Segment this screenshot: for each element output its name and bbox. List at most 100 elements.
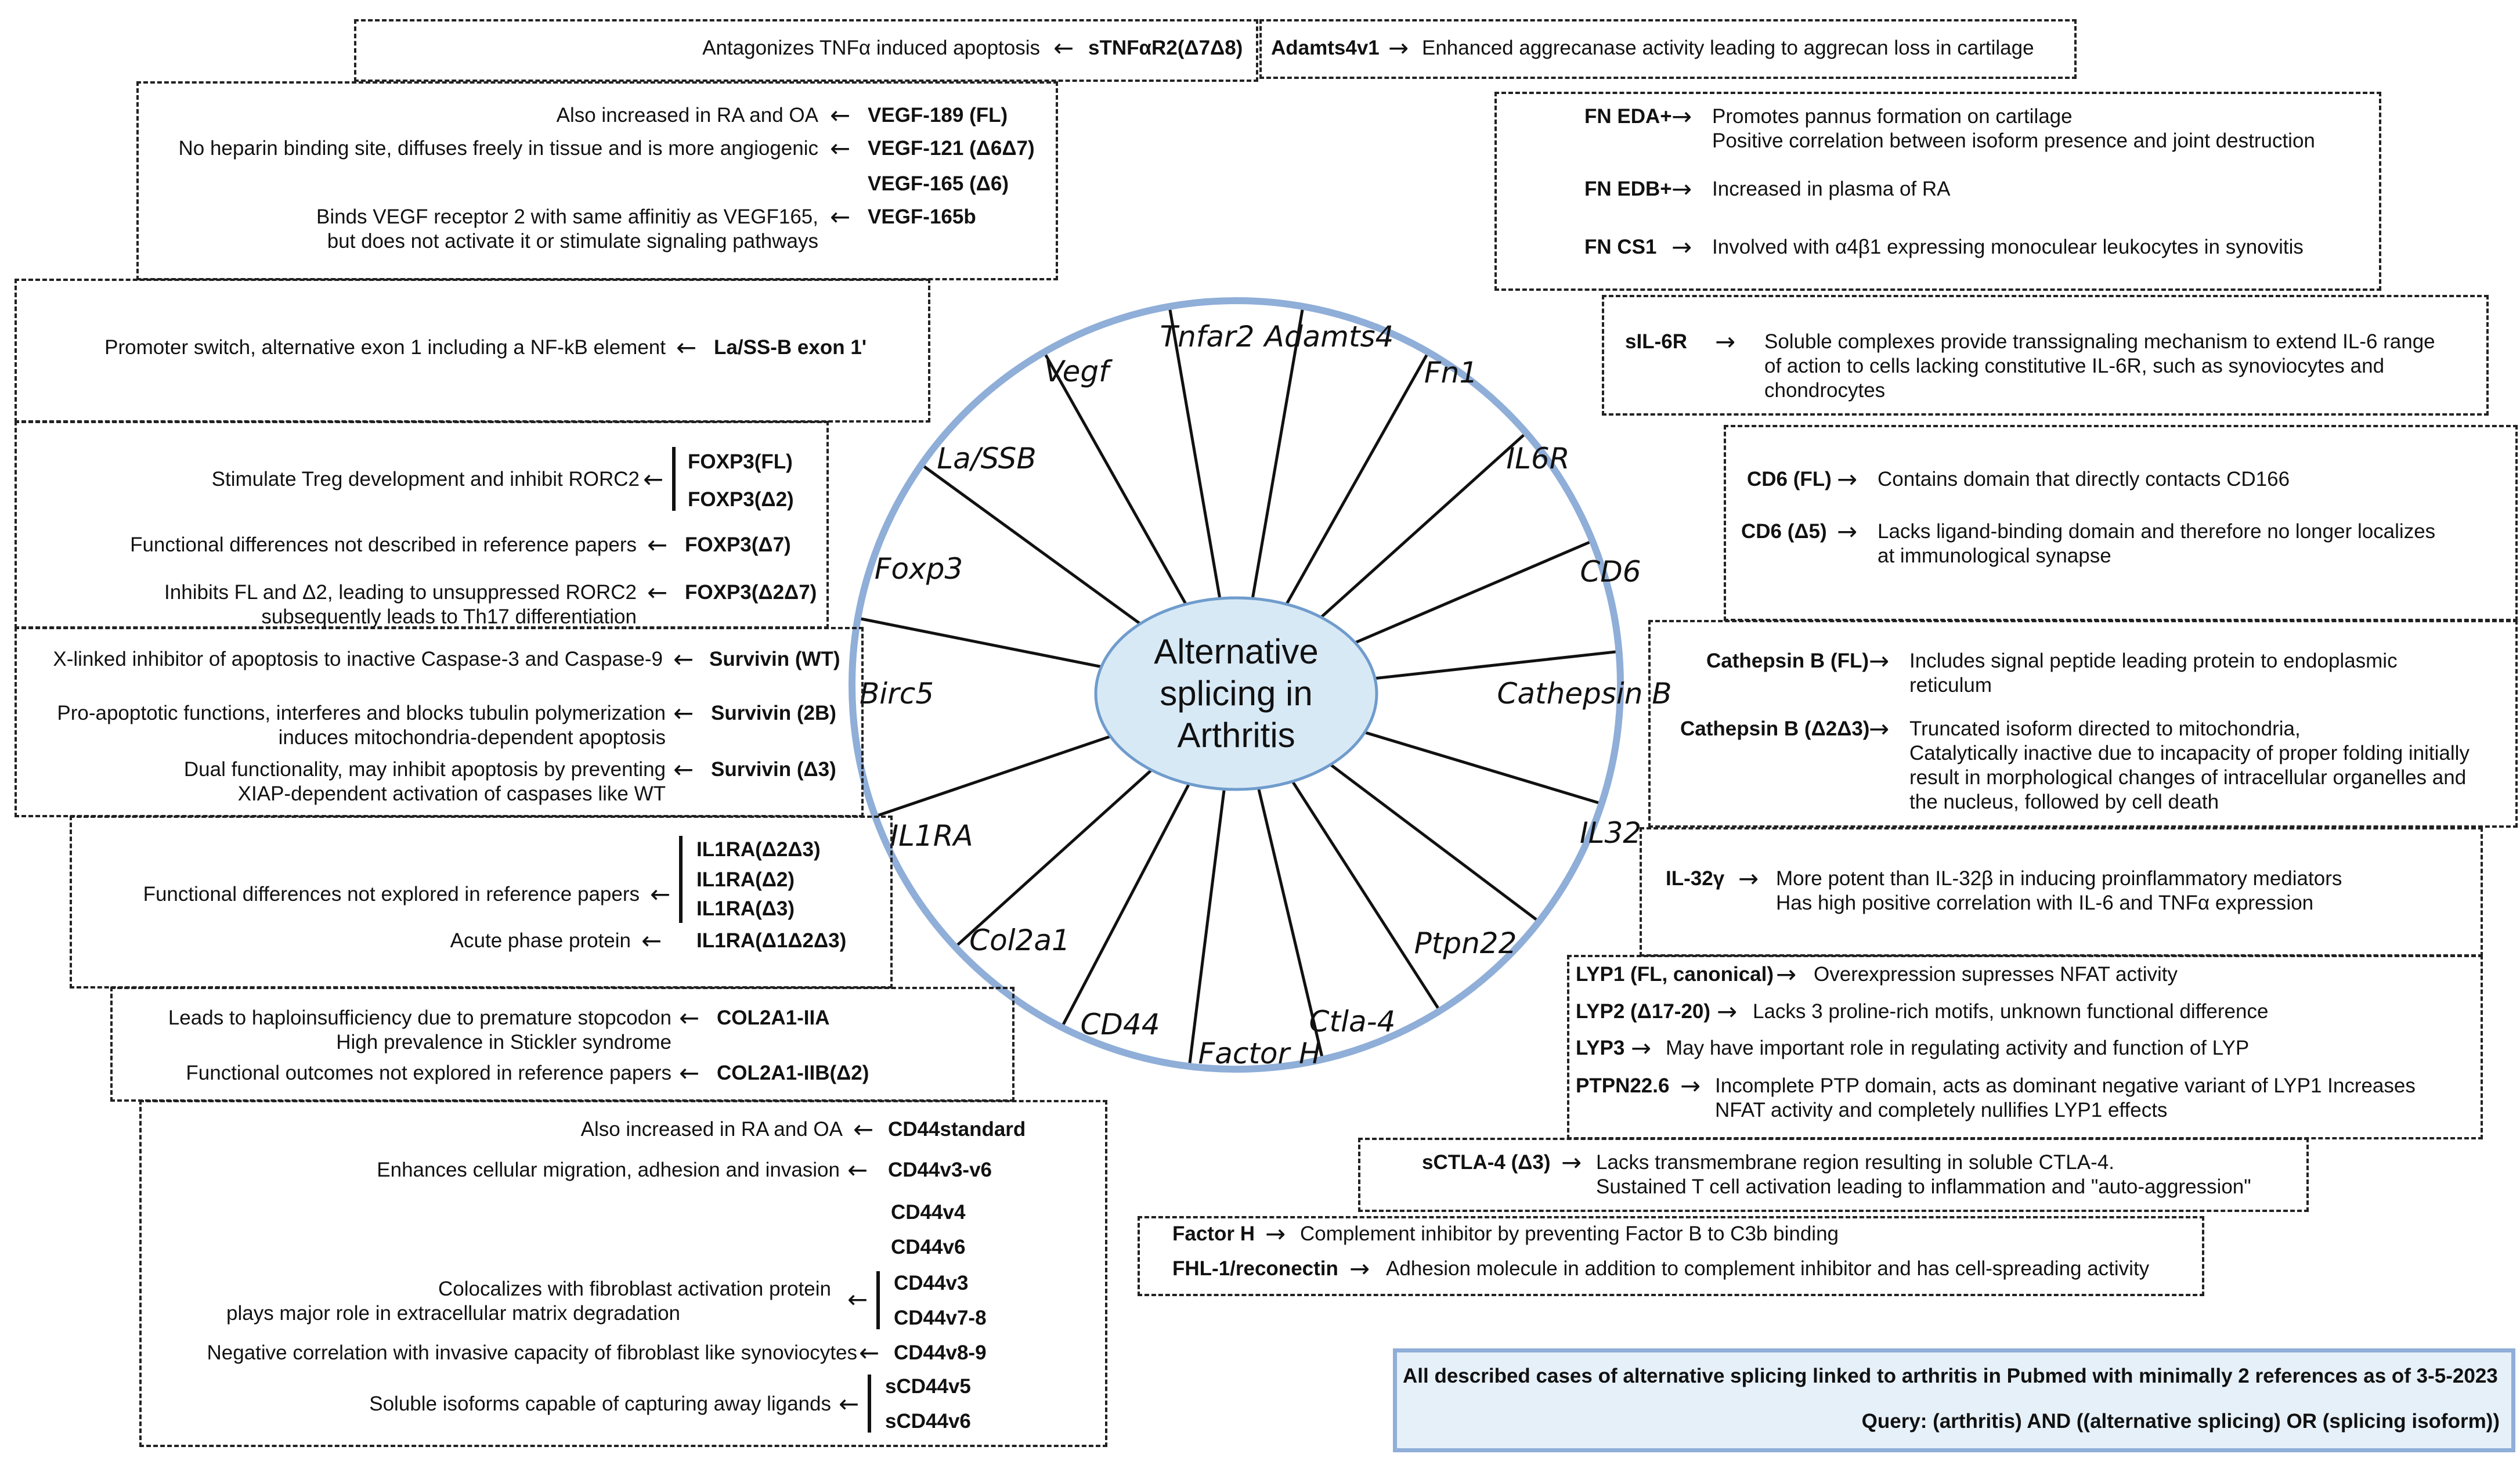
spoke-15	[857, 616, 1102, 669]
isoform-cd44-v6: CD44v6	[891, 1236, 966, 1258]
arrow-fn-cs1: →	[1671, 233, 1692, 261]
isoform-cd44-v3v6: CD44v3-v6	[888, 1159, 992, 1181]
desc-lyp2: Lacks 3 proline-rich motifs, unknown fun…	[1753, 1000, 2269, 1023]
desc-il1ra-group: Functional differences not explored in r…	[143, 883, 640, 906]
arrow-il1ra-group: →	[650, 880, 671, 908]
desc-cd44-fap-line2: plays major role in extracellular matrix…	[226, 1302, 680, 1325]
spoke-6	[1374, 650, 1619, 680]
desc-cd6-fl: Contains domain that directly contacts C…	[1878, 468, 2290, 490]
isoform-cd44-v8-9: CD44v8-9	[894, 1341, 987, 1364]
arrow-cd44-standard: →	[853, 1115, 874, 1143]
gene-label-adamts4: Adamts4	[1264, 320, 1394, 353]
desc-cd44-v3v6: Enhances cellular migration, adhesion an…	[377, 1159, 840, 1181]
isoform-survivin-d3: Survivin (Δ3)	[711, 758, 836, 781]
gene-label-col2a1: Col2a1	[969, 924, 1070, 957]
bracket-cd44-v3-v7-8	[876, 1271, 880, 1329]
spoke-14	[875, 735, 1111, 818]
center-title-line2: splicing in	[1160, 674, 1313, 713]
query-note-line1: All described cases of alternative splic…	[1403, 1365, 2498, 1387]
desc-sil6r-line2: of action to cells lacking constitutive …	[1764, 355, 2385, 377]
gene-label-la-ssb: La/SSB	[937, 442, 1037, 475]
desc-il32g: More potent than IL-32β in inducing proi…	[1776, 867, 2342, 890]
isoform-survivin-wt: Survivin (WT)	[709, 648, 840, 670]
spoke-8	[1329, 763, 1540, 923]
gene-label-cd6: CD6	[1580, 555, 1641, 589]
arrow-vegf-189: →	[830, 101, 851, 129]
arrow-survivin-2b: →	[673, 699, 694, 727]
desc-foxp3-treg: Stimulate Treg development and inhibit R…	[211, 468, 640, 490]
isoform-col2a1-iia: COL2A1-IIA	[717, 1007, 830, 1029]
arrow-ptpn22-6: →	[1680, 1072, 1701, 1100]
desc-survivin-2b-line2: induces mitochondria-dependent apoptosis	[278, 726, 666, 749]
arrow-il32g: →	[1738, 864, 1759, 893]
spoke-16	[920, 463, 1142, 625]
spoke-1	[1168, 306, 1222, 599]
spoke-7	[1364, 731, 1602, 805]
isoform-foxp3-d7: FOXP3(Δ7)	[685, 533, 791, 556]
center-title-line1: Alternative	[1154, 632, 1319, 671]
arrow-adamts4: →	[1388, 34, 1409, 62]
box-adamts4	[1259, 19, 2077, 79]
outer-ring	[849, 297, 1624, 1073]
desc-cd44-v8-9: Negative correlation with invasive capac…	[207, 1341, 857, 1364]
box-tnfar2	[354, 19, 1258, 82]
spoke-13	[954, 769, 1153, 948]
desc-sil6r-line3: chondrocytes	[1764, 379, 1886, 402]
isoform-foxp3-fl: FOXP3(FL)	[688, 450, 793, 473]
arrow-survivin-d3: →	[673, 755, 694, 784]
spoke-2	[1251, 306, 1305, 599]
arrow-fn-eda: →	[1671, 102, 1692, 131]
arrow-factor-h: →	[1265, 1220, 1286, 1248]
isoform-lyp3: LYP3	[1576, 1037, 1625, 1059]
desc-cd44-standard: Also increased in RA and OA	[580, 1118, 843, 1141]
query-note-line2: Query: (arthritis) AND ((alternative spl…	[1861, 1410, 2500, 1433]
arrow-vegf-165b: →	[830, 203, 851, 231]
gene-label-il6r: IL6R	[1506, 442, 1570, 475]
arrow-scd44: →	[839, 1390, 860, 1418]
gene-label-foxp3: Foxp3	[874, 552, 963, 586]
desc-scd44: Soluble isoforms capable of capturing aw…	[369, 1393, 831, 1415]
desc-cathepsin-d2d3-line4: the nucleus, followed by cell death	[1909, 791, 2219, 813]
arrow-la-ssb: →	[676, 333, 697, 362]
desc-vegf-189: Also increased in RA and OA	[556, 104, 818, 127]
query-note-box: All described cases of alternative splic…	[1393, 1348, 2515, 1452]
isoform-lyp1: LYP1 (FL, canonical)	[1576, 963, 1774, 986]
gene-label-cd44: CD44	[1080, 1008, 1160, 1041]
isoform-cd44-standard: CD44standard	[888, 1118, 1026, 1141]
isoform-col2a1-iib: COL2A1-IIB(Δ2)	[717, 1062, 869, 1084]
arrow-sctla4: →	[1561, 1148, 1582, 1177]
desc-cathepsin-fl: Includes signal peptide leading protein …	[1909, 650, 2398, 672]
isoform-cathepsin-fl: Cathepsin B (FL)	[1706, 650, 1869, 672]
isoform-cd44-v3: CD44v3	[894, 1272, 969, 1294]
gene-label-tnfar2: Tnfar2	[1160, 320, 1255, 353]
desc-survivin-2b: Pro-apoptotic functions, interferes and …	[57, 702, 666, 724]
desc-cathepsin-fl-line2: reticulum	[1909, 674, 1992, 697]
isoform-sctla4: sCTLA-4 (Δ3)	[1422, 1151, 1551, 1174]
isoform-cd44-v4: CD44v4	[891, 1201, 966, 1224]
desc-survivin-d3-line2: XIAP-dependent activation of caspases li…	[237, 782, 666, 805]
bracket-il1ra	[679, 836, 683, 923]
box-ctla4	[1358, 1138, 2309, 1212]
desc-cd6-d5: Lacks ligand-binding domain and therefor…	[1878, 520, 2436, 543]
desc-cathepsin-d2d3-line3: result in morphological changes of intra…	[1909, 766, 2467, 789]
bracket-foxp3	[672, 447, 676, 511]
gene-label-ctla4: Ctla-4	[1309, 1005, 1396, 1038]
isoform-tnfar2: sTNFαR2(Δ7Δ8)	[1088, 37, 1243, 59]
desc-adamts4: Enhanced aggrecanase activity leading to…	[1422, 37, 2034, 59]
isoform-survivin-2b: Survivin (2B)	[711, 702, 836, 724]
desc-fn-edb: Increased in plasma of RA	[1712, 178, 1951, 200]
arrow-cd44-v8-9: →	[859, 1339, 880, 1367]
desc-sctla4-line2: Sustained T cell activation leading to i…	[1596, 1175, 2251, 1198]
box-fn1	[1494, 92, 2381, 291]
isoform-scd44-v6: sCD44v6	[885, 1410, 971, 1433]
box-cd44	[139, 1100, 1107, 1447]
desc-col2a1-iib: Functional outcomes not explored in refe…	[186, 1062, 671, 1084]
spoke-3	[1285, 351, 1430, 605]
isoform-cathepsin-d2d3: Cathepsin B (Δ2Δ3)	[1680, 717, 1870, 740]
arrow-cathepsin-fl: →	[1869, 647, 1890, 675]
isoform-fn-cs1: FN CS1	[1584, 236, 1657, 258]
isoform-cd44-v7-8: CD44v7-8	[894, 1307, 987, 1329]
isoform-fhl1: FHL-1/reconectin	[1172, 1257, 1338, 1280]
desc-vegf-165b-line2: but does not activate it or stimulate si…	[327, 230, 818, 252]
isoform-vegf-189: VEGF-189 (FL)	[868, 104, 1008, 127]
